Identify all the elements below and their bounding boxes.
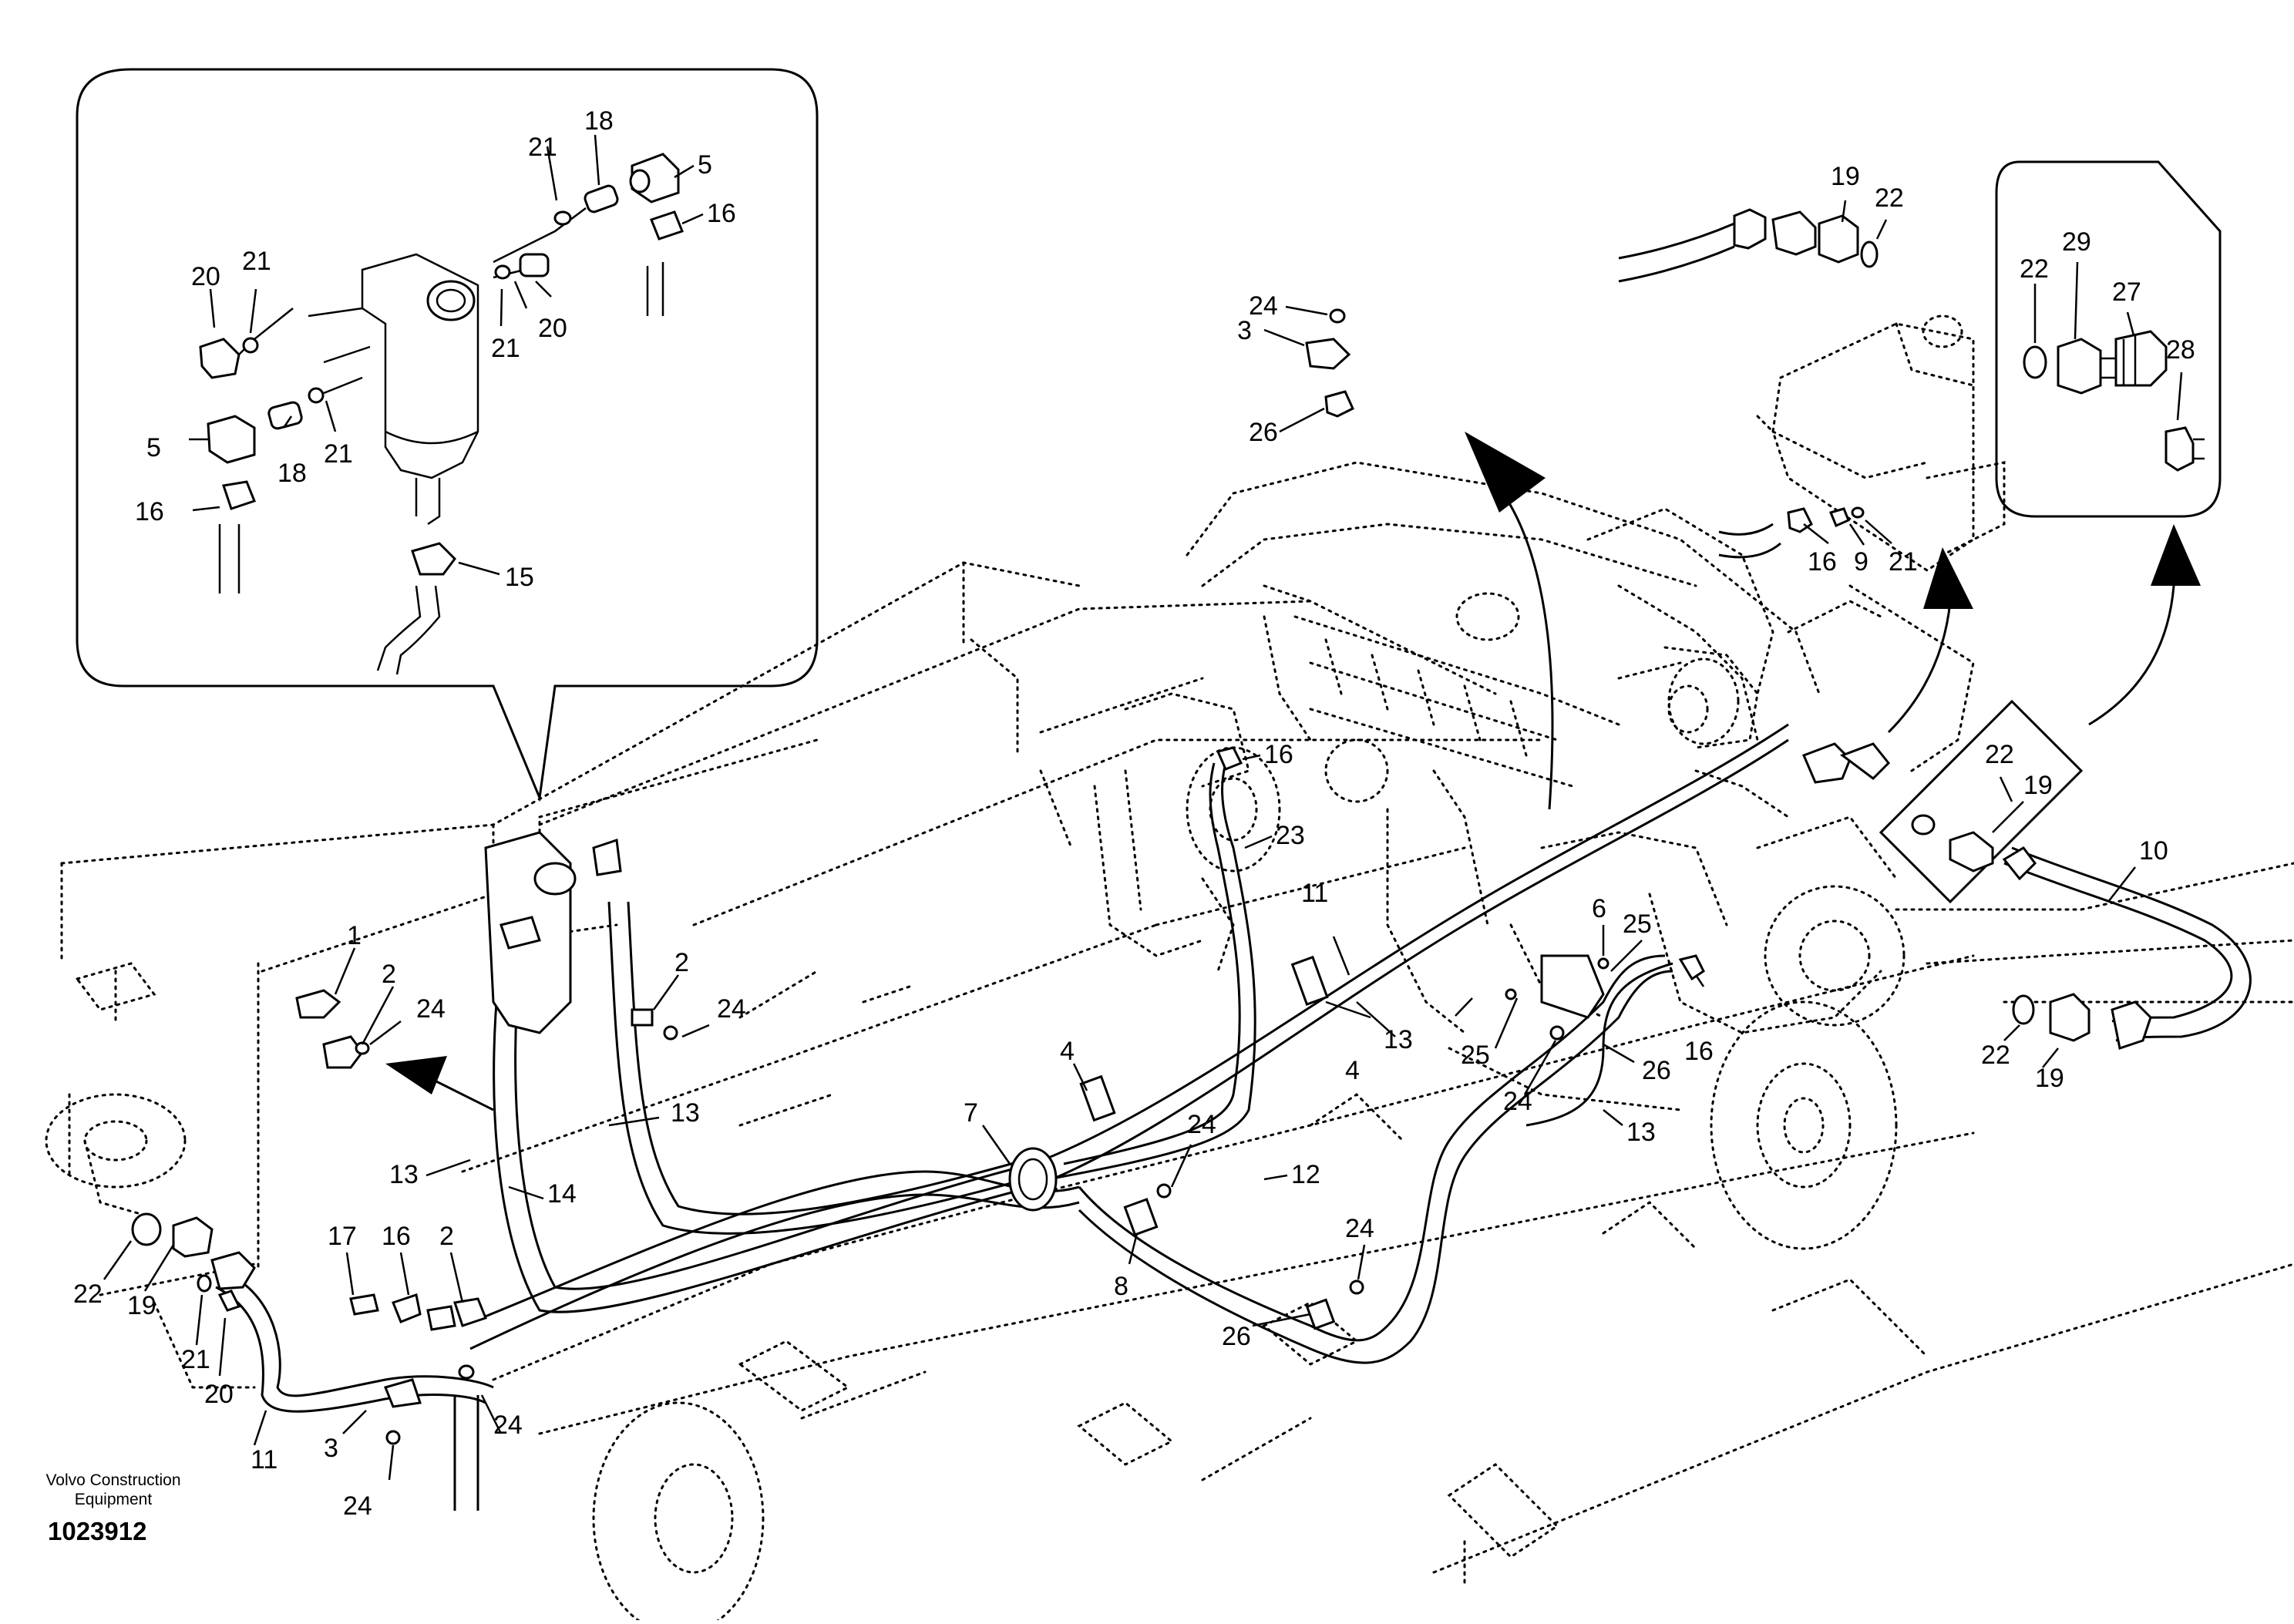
callout-25: 25 (1623, 910, 1652, 939)
arrow-head-icon (1923, 547, 1973, 609)
callout-15: 15 (505, 563, 534, 592)
callout-22: 22 (2020, 254, 2049, 284)
callout-4: 4 (1345, 1056, 1360, 1085)
callout-1: 1 (347, 921, 362, 950)
callout-29: 29 (2062, 227, 2091, 257)
callout-8: 8 (1114, 1272, 1128, 1301)
callout-10: 10 (2139, 836, 2168, 866)
callout-18: 18 (584, 106, 614, 136)
arrow-head-icon (2151, 524, 2201, 586)
callout-24: 24 (1503, 1087, 1532, 1116)
callout-14: 14 (547, 1179, 577, 1209)
callout-17: 17 (328, 1222, 357, 1251)
callout-16: 16 (382, 1222, 411, 1251)
callout-25: 25 (1461, 1041, 1490, 1070)
callout-22: 22 (1985, 740, 2014, 769)
callout-5: 5 (146, 433, 161, 462)
arrow-head-icon (1465, 432, 1546, 513)
callout-13: 13 (389, 1160, 419, 1189)
callout-12: 12 (1291, 1160, 1320, 1189)
callout-11: 11 (251, 1445, 278, 1474)
callout-16: 16 (1264, 740, 1293, 769)
inset-panel-coupling (1995, 160, 2222, 518)
callout-28: 28 (2166, 335, 2195, 365)
callout-24: 24 (416, 994, 446, 1024)
callout-11: 11 (1301, 879, 1328, 908)
callout-24: 24 (1187, 1110, 1216, 1139)
callout-20: 20 (538, 314, 567, 343)
callout-22: 22 (73, 1279, 103, 1309)
credit-line-2: Equipment (75, 1491, 153, 1508)
callout-27: 27 (2112, 277, 2141, 307)
frame-outline (45, 561, 2294, 1624)
callout-16: 16 (707, 199, 736, 228)
callout-24: 24 (493, 1410, 523, 1440)
callout-13: 13 (1626, 1118, 1656, 1147)
callout-19: 19 (1831, 162, 1860, 191)
inset-panel-filter (76, 68, 819, 802)
callout-19: 19 (2023, 771, 2053, 800)
callout-2: 2 (674, 948, 689, 977)
main-parts (131, 742, 2152, 1445)
arrow-head-icon (385, 1056, 447, 1094)
callout-24: 24 (1345, 1214, 1374, 1243)
callout-18: 18 (278, 459, 307, 488)
doc-id: 1023912 (48, 1517, 146, 1545)
callout-3: 3 (1237, 316, 1252, 345)
callout-21: 21 (491, 334, 520, 363)
callout-23: 23 (1276, 821, 1305, 850)
callout-20: 20 (204, 1380, 234, 1409)
callout-13: 13 (1384, 1025, 1413, 1054)
callout-5: 5 (698, 150, 712, 180)
coolant-tank-group (1618, 208, 2006, 572)
callout-21: 21 (528, 133, 557, 162)
callout-7: 7 (964, 1098, 978, 1128)
callout-3: 3 (324, 1434, 338, 1463)
callout-16: 16 (1684, 1037, 1714, 1066)
inset-panel-connector (1879, 699, 2084, 904)
callout-24: 24 (1249, 291, 1278, 321)
clamp-group-detail (1305, 308, 1354, 418)
callout-16: 16 (1808, 547, 1837, 577)
callout-24: 24 (717, 994, 746, 1024)
callout-26: 26 (1222, 1322, 1251, 1351)
credit-line-1: Volvo Construction (45, 1471, 180, 1489)
callout-9: 9 (1854, 547, 1868, 577)
direction-arrows (385, 432, 2201, 1111)
callout-16: 16 (135, 497, 164, 526)
callout-19: 19 (2035, 1064, 2064, 1093)
callout-24: 24 (343, 1491, 372, 1521)
callout-22: 22 (1875, 183, 1904, 213)
callout-6: 6 (1592, 894, 1606, 923)
callout-21: 21 (181, 1345, 210, 1374)
callout-20: 20 (191, 262, 220, 291)
callout-19: 19 (127, 1291, 156, 1320)
callout-13: 13 (671, 1098, 700, 1128)
leader-lines (103, 134, 2183, 1481)
callout-26: 26 (1642, 1056, 1671, 1085)
callout-21: 21 (242, 247, 271, 276)
callout-2: 2 (382, 960, 396, 989)
drawing-credit: Volvo Construction Equipment 1023912 (45, 1471, 180, 1545)
callout-21: 21 (324, 439, 353, 469)
callout-labels: 21 18 5 16 20 21 21 20 5 18 21 16 15 22 … (73, 106, 2195, 1521)
callout-22: 22 (1981, 1041, 2010, 1070)
callout-26: 26 (1249, 418, 1278, 447)
callout-2: 2 (439, 1222, 454, 1251)
callout-4: 4 (1060, 1037, 1075, 1066)
callout-21: 21 (1889, 547, 1918, 577)
